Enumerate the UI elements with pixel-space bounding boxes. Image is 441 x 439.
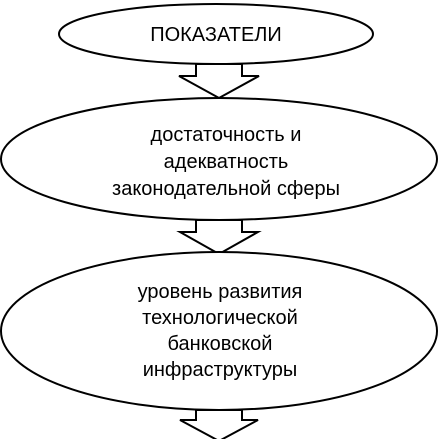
node-infrastructure-line-1: уровень развития: [138, 281, 303, 303]
node-infrastructure-line-2: технологической: [142, 307, 298, 329]
node-legislation-line-1: достаточность и: [151, 124, 302, 146]
node-indicators-label: ПОКАЗАТЕЛИ: [150, 24, 282, 46]
arrow-legislation-to-infrastructure: [176, 219, 262, 256]
node-legislation: достаточность и адекватность законодател…: [0, 97, 438, 221]
node-infrastructure: уровень развития технологической банковс…: [0, 251, 438, 411]
node-legislation-line-2: адекватность: [164, 151, 289, 173]
node-indicators: ПОКАЗАТЕЛИ: [58, 3, 374, 65]
node-infrastructure-line-4: инфраструктуры: [143, 359, 298, 381]
node-legislation-line-3: законодательной сферы: [112, 178, 340, 200]
arrow-infrastructure-out: [179, 409, 259, 439]
arrow-indicators-to-legislation: [178, 63, 260, 100]
node-infrastructure-line-3: банковской: [168, 333, 273, 355]
